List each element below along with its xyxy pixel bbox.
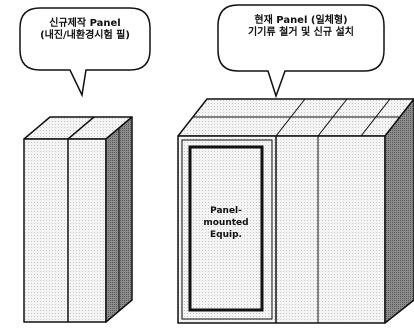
current-panel-side [384, 98, 414, 324]
left-callout-line2: (내진/내환경시험 필) [40, 30, 130, 41]
right-callout-bubble [217, 4, 385, 99]
panel-mounted-equipment-box [188, 145, 264, 312]
left-callout-line1: 신규제작 Panel [49, 18, 121, 29]
equipment-label: Panel-mounted Equip. [190, 205, 262, 241]
equipment-label-line1: Panel-mounted [203, 206, 249, 228]
left-callout-bubble [19, 7, 151, 98]
new-panel-front [23, 138, 107, 323]
equipment-label-line2: Equip. [210, 230, 242, 240]
right-callout-line2: 기기류 철거 및 신규 설치 [248, 27, 354, 38]
new-panel-cabinet [23, 116, 133, 323]
right-callout-line1: 현재 Panel (일체형) [254, 15, 348, 26]
right-callout-text: 현재 Panel (일체형) 기기류 철거 및 신규 설치 [218, 15, 384, 39]
left-callout-text: 신규제작 Panel (내진/내환경시험 필) [20, 18, 150, 42]
